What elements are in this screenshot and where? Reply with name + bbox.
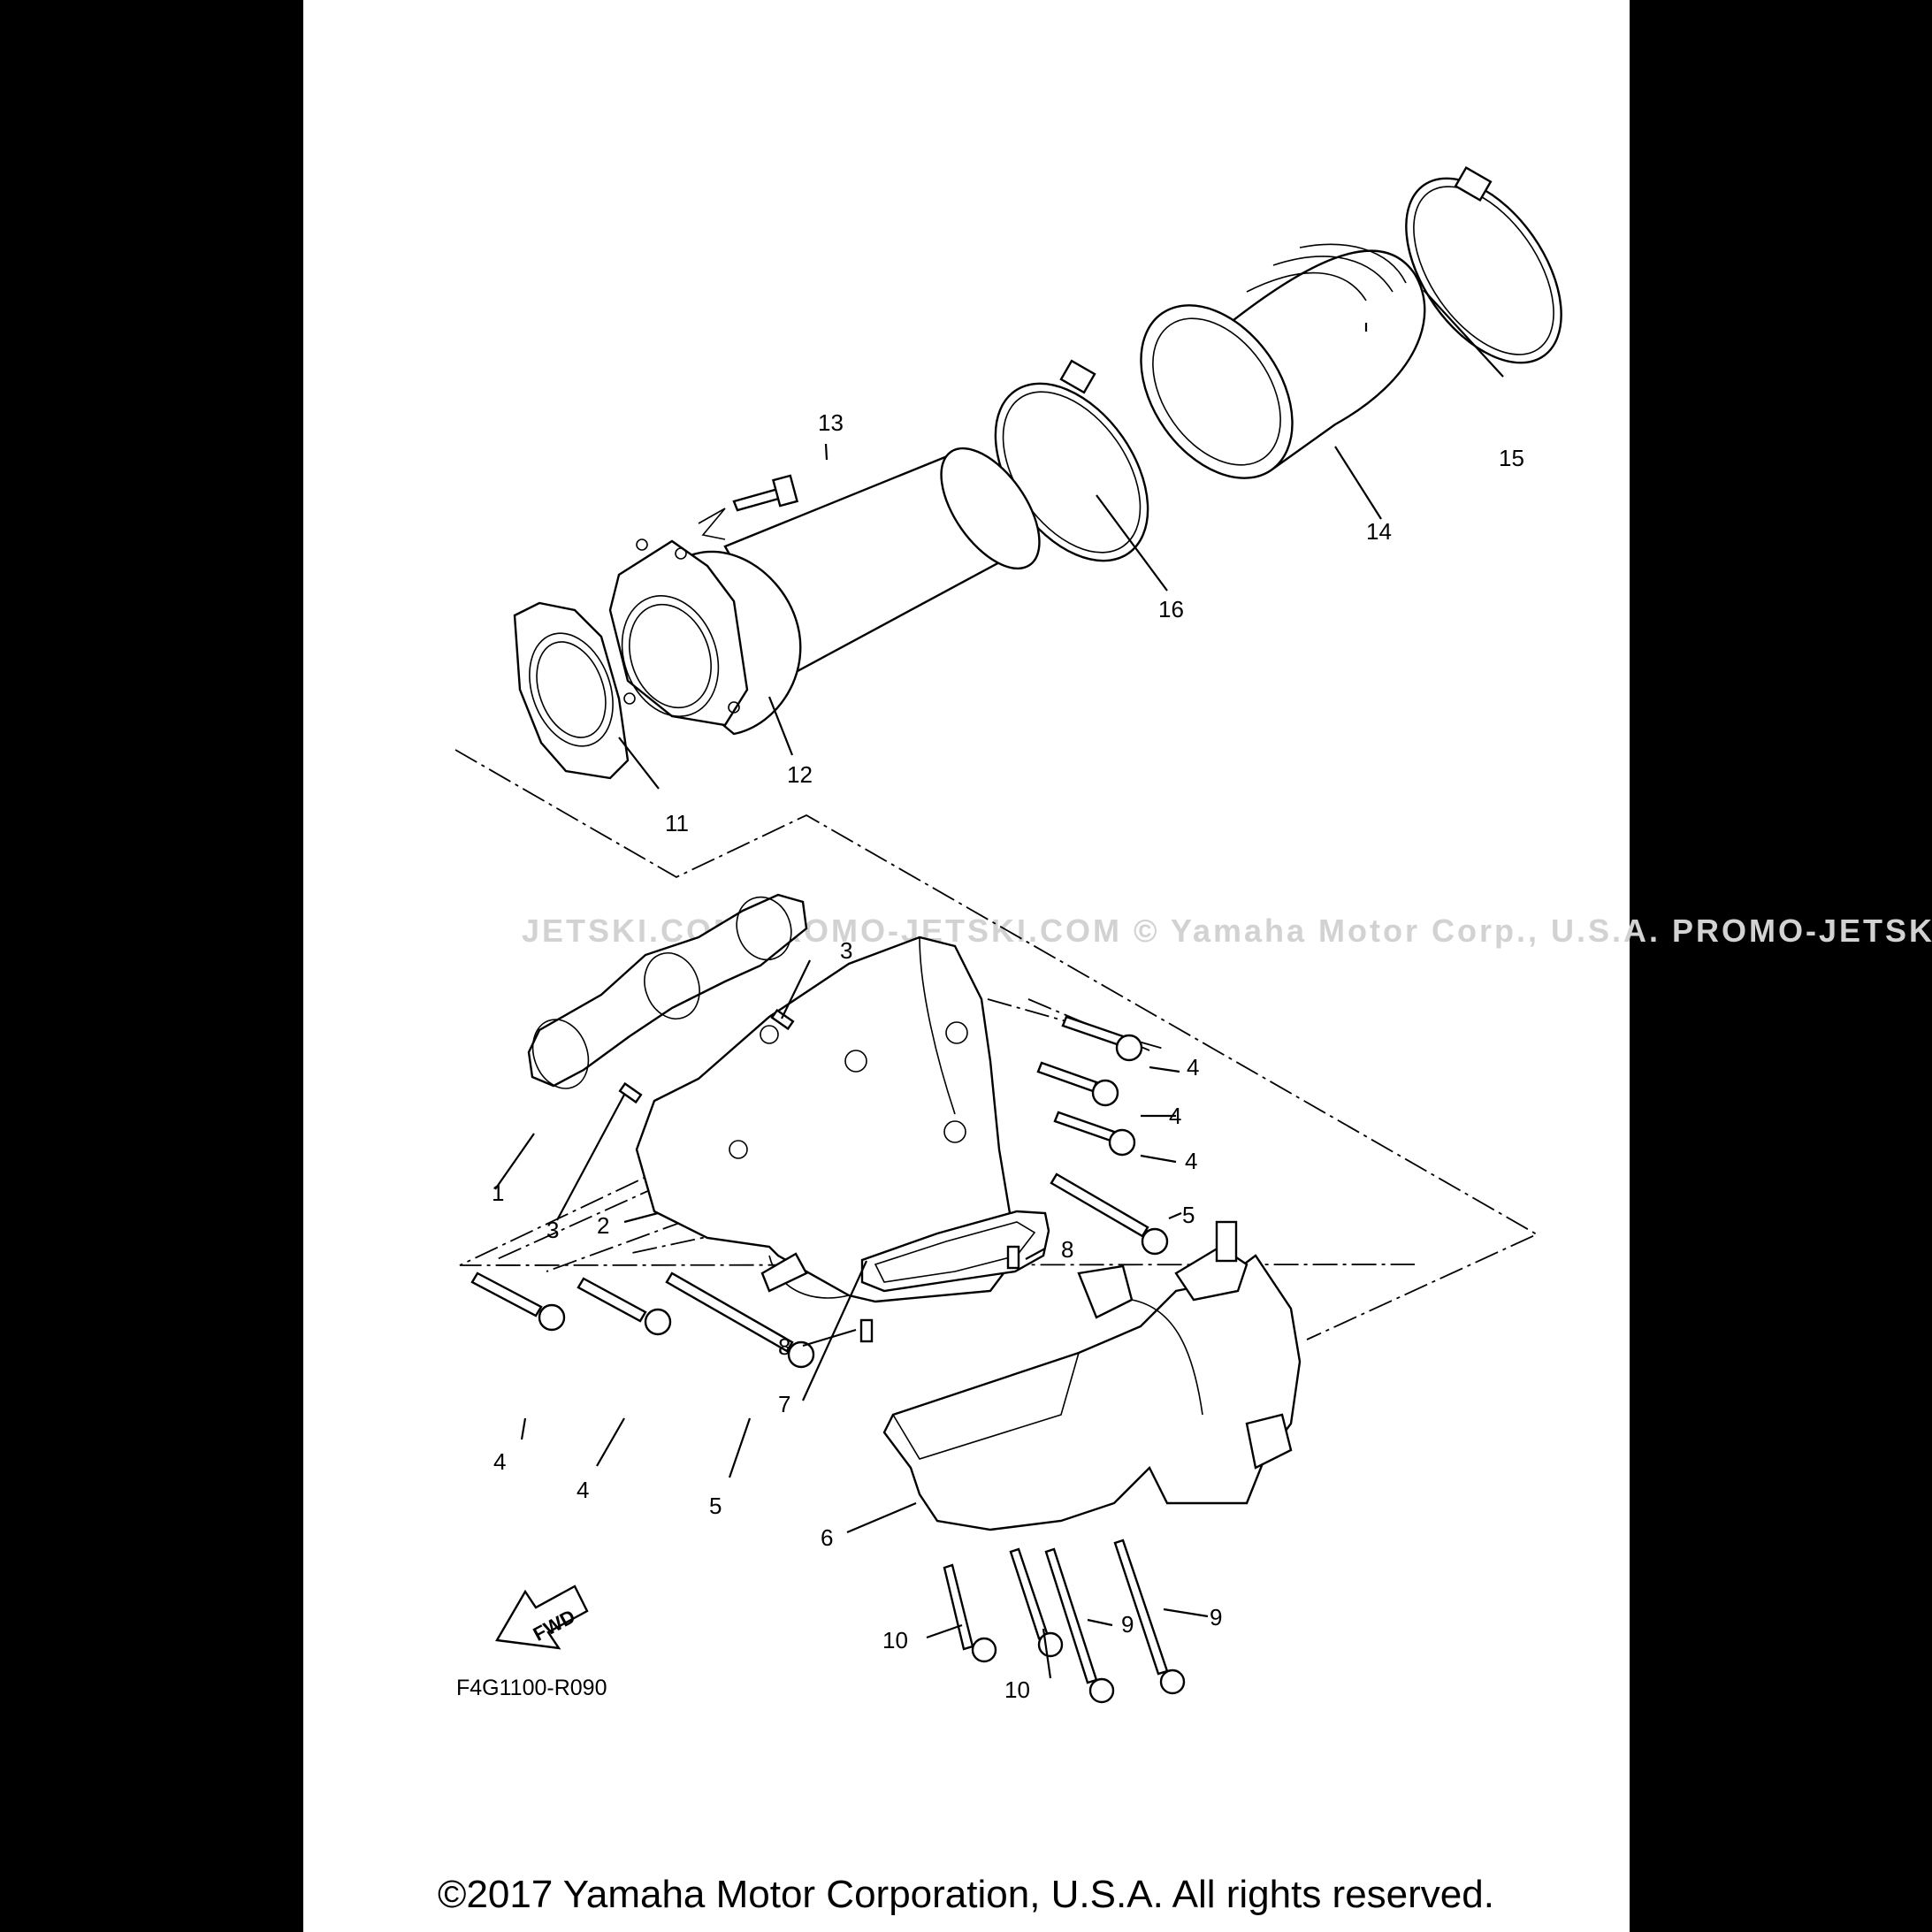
bolts-4-right (1036, 1015, 1143, 1157)
callout-8-lower: 8 (778, 1333, 790, 1360)
pins-8 (859, 1245, 1020, 1343)
callout-1: 1 (492, 1180, 504, 1206)
callout-16: 16 (1158, 596, 1184, 622)
callout-10-left: 10 (882, 1627, 908, 1653)
callout-3-upper: 3 (840, 937, 852, 964)
callout-2: 2 (597, 1212, 609, 1239)
callout-3-lower: 3 (546, 1217, 559, 1243)
fwd-arrow-icon: FWD (495, 1585, 589, 1650)
exhaust-pipe-12 (608, 447, 1041, 736)
bolt-13 (698, 474, 799, 540)
callout-4-e: 4 (577, 1477, 589, 1503)
callout-4-b: 4 (1169, 1103, 1181, 1129)
clamp-15 (1405, 165, 1562, 364)
callout-4-d: 4 (493, 1448, 506, 1475)
leader-lines-upper (618, 289, 1504, 790)
dowel-pins-3 (618, 1008, 795, 1104)
callout-10-bottom: 10 (1004, 1676, 1030, 1703)
leader-lines-lower (494, 959, 1209, 1679)
callout-4-c: 4 (1185, 1148, 1197, 1174)
callout-15: 15 (1499, 445, 1524, 471)
copyright-notice: ©2017 Yamaha Motor Corporation, U.S.A. A… (438, 1873, 1494, 1916)
callout-7: 7 (778, 1391, 790, 1417)
callout-4-a: 4 (1187, 1054, 1199, 1081)
callout-12: 12 (787, 761, 813, 788)
exhaust-gasket-1 (527, 893, 808, 1089)
bolts-9-10 (943, 1539, 1186, 1704)
cylinder-gasket-7 (860, 1210, 1050, 1293)
callout-8-upper: 8 (1061, 1236, 1073, 1263)
callout-14: 14 (1366, 518, 1392, 545)
callout-5-right: 5 (1182, 1202, 1195, 1228)
rubber-coupling-14 (1140, 243, 1426, 479)
callout-13: 13 (818, 409, 844, 436)
gasket-11 (513, 601, 630, 780)
cylinder-block-6 (882, 1220, 1302, 1531)
diagram-code: F4G1100-R090 (456, 1676, 607, 1700)
callout-6: 6 (821, 1524, 833, 1551)
callout-9-right: 9 (1210, 1604, 1222, 1630)
callout-labels: 1 2 3 3 4 4 4 4 4 5 5 6 7 8 8 9 9 10 10 … (492, 409, 1524, 1703)
callout-5-left: 5 (709, 1493, 722, 1519)
callout-9-left: 9 (1121, 1611, 1134, 1638)
upper-assembly-outline (454, 749, 1539, 1340)
callout-11: 11 (665, 810, 689, 836)
bolt-5-right (1050, 1172, 1169, 1256)
bolts-4-5-left (470, 1271, 815, 1369)
